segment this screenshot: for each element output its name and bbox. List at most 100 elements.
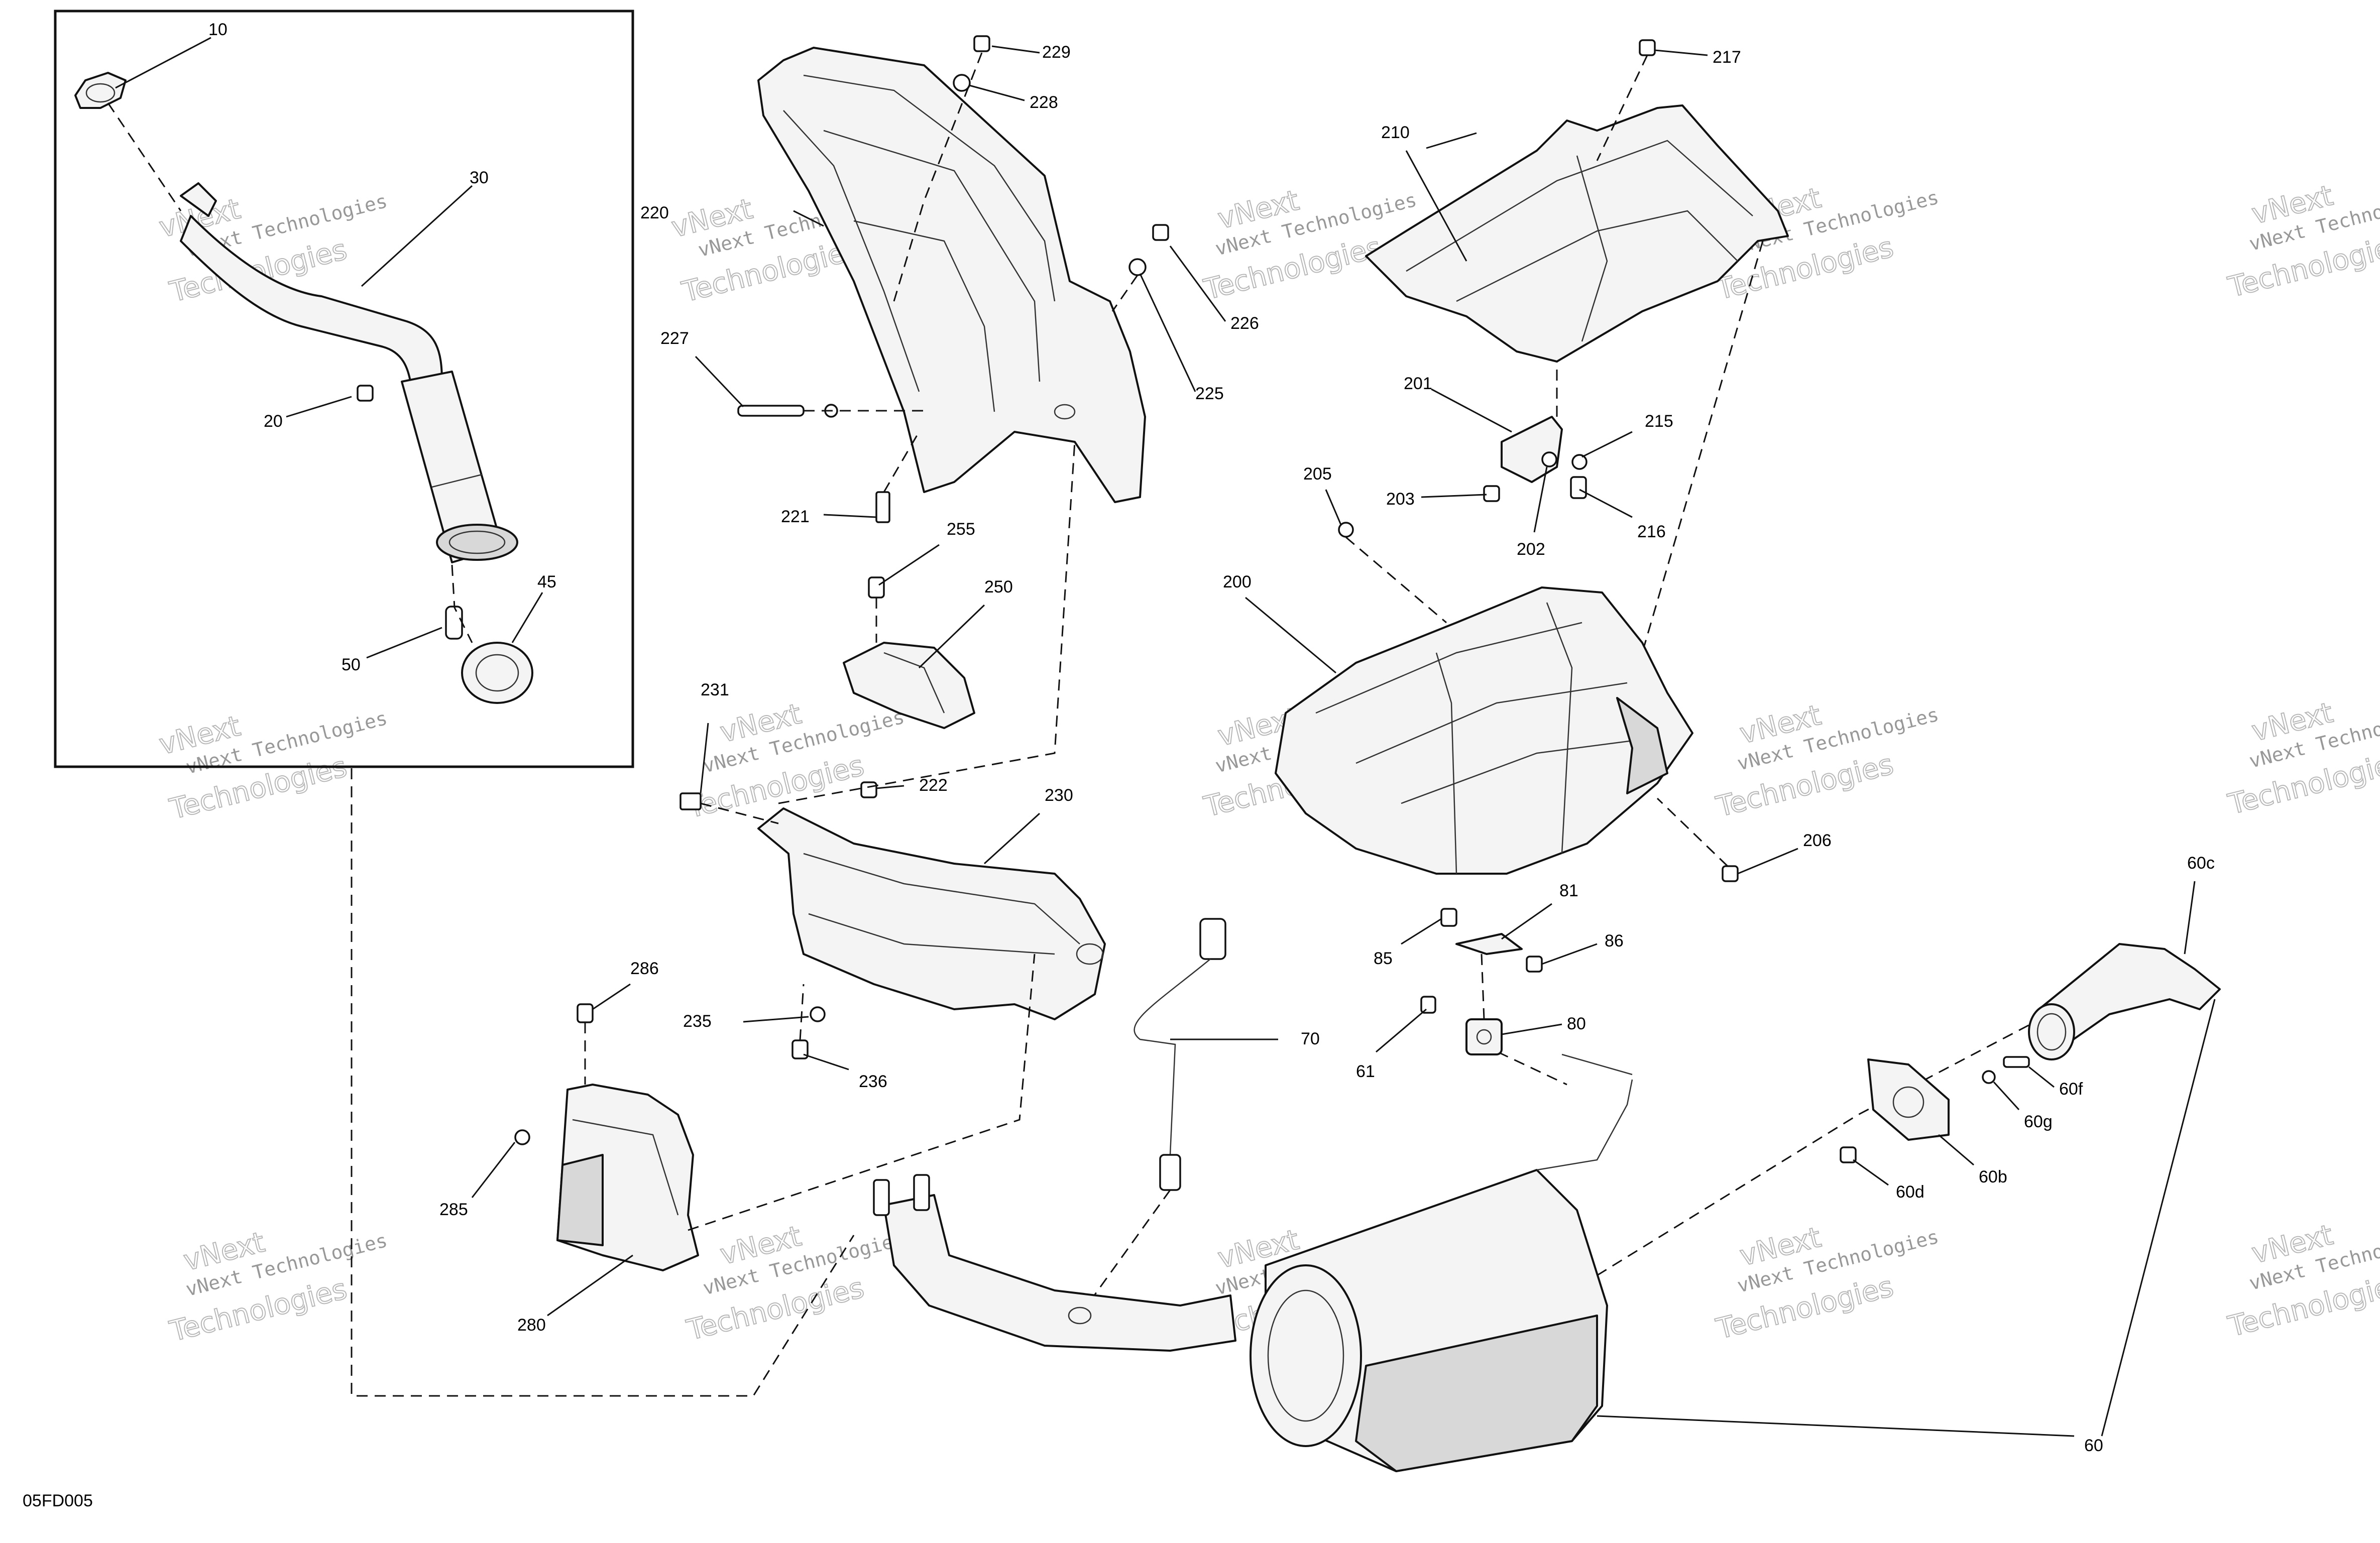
dash-inset-2 — [451, 564, 473, 643]
heat-shield-210 — [1365, 104, 1789, 363]
dash-81 — [1481, 954, 1485, 1020]
tailpipe-60c — [2028, 943, 2221, 1060]
bolt-216 — [1570, 476, 1587, 499]
callout-215: 215 — [1645, 412, 1673, 431]
callout-228: 228 — [1030, 93, 1058, 112]
washer-215 — [1571, 454, 1588, 470]
dash-217 — [1596, 55, 1648, 161]
callout-80: 80 — [1567, 1014, 1586, 1033]
dash-60-60b — [1597, 1008, 2060, 1276]
front-pipe-30 — [180, 182, 518, 563]
nut-217 — [1639, 39, 1656, 56]
leader-lines — [471, 45, 2216, 1437]
exhaust-pipe — [873, 1174, 1236, 1352]
callout-217: 217 — [1713, 48, 1741, 67]
callout-227: 227 — [660, 329, 689, 348]
heat-shield-220 — [757, 47, 1146, 503]
nut-206 — [1722, 865, 1739, 882]
callout-60d: 60d — [1896, 1182, 1924, 1202]
bolt-60f — [2003, 1056, 2030, 1068]
callout-60c: 60c — [2187, 854, 2215, 873]
nut-222 — [860, 781, 877, 798]
leader-45 — [511, 592, 543, 643]
callout-255: 255 — [947, 520, 975, 539]
washer-225 — [1128, 258, 1147, 276]
nut-229 — [973, 35, 990, 52]
nut-203 — [1483, 485, 1500, 502]
callout-labels: 10 30 20 45 50 229 228 220 226 225 227 2… — [208, 20, 2215, 1455]
callout-210: 210 — [1381, 123, 1410, 142]
watermarks: vNext vNext Technologies Technologies vN… — [156, 179, 2380, 1349]
flange-60b — [1867, 1058, 1950, 1141]
callout-85: 85 — [1374, 949, 1393, 968]
callout-226: 226 — [1230, 314, 1259, 333]
seal-45 — [461, 642, 533, 704]
washer-60g — [1982, 1070, 1996, 1084]
nut-86 — [1526, 956, 1543, 973]
watermark-bottom-right: vNext vNext Technologies Technologies — [1713, 1221, 1941, 1346]
callout-216: 216 — [1637, 522, 1666, 541]
nut-20 — [357, 385, 374, 402]
dash-280 — [688, 954, 1036, 1231]
washer-228 — [953, 74, 971, 92]
callout-236: 236 — [859, 1072, 887, 1091]
heat-shield-250 — [843, 642, 975, 729]
callout-30: 30 — [470, 168, 489, 187]
callout-229: 229 — [1042, 43, 1071, 62]
callout-225: 225 — [1195, 384, 1224, 403]
callout-280: 280 — [517, 1316, 546, 1335]
callout-60b: 60b — [1979, 1167, 2007, 1186]
oxygen-sensor-70 — [1134, 918, 1226, 1191]
gasket-10 — [74, 72, 127, 109]
callout-221: 221 — [781, 507, 810, 526]
clip-231 — [679, 792, 702, 810]
nut-60d — [1840, 1146, 1857, 1163]
inset-frame — [54, 10, 634, 768]
leader-30 — [361, 185, 473, 287]
watermark-mid-left: vNext vNext Technologies Technologies — [156, 707, 390, 826]
callout-230: 230 — [1045, 786, 1073, 805]
bolt-286 — [577, 1003, 594, 1023]
watermark-bottom-center: vNext vNext Technologies Technologies — [683, 1219, 906, 1347]
dash-205 — [1345, 536, 1447, 624]
muffler-60 — [1250, 1053, 1633, 1472]
callout-45: 45 — [537, 572, 556, 591]
bolt-61 — [1420, 996, 1436, 1014]
callout-86: 86 — [1605, 931, 1624, 951]
leader-20 — [286, 396, 352, 418]
dash-236 — [799, 984, 805, 1041]
dash-231 — [700, 802, 779, 824]
callout-250: 250 — [984, 577, 1013, 597]
callout-50: 50 — [342, 655, 361, 674]
callout-60g: 60g — [2024, 1112, 2053, 1131]
heat-shield-280 — [556, 1084, 699, 1271]
callout-285: 285 — [439, 1200, 468, 1219]
callout-231: 231 — [701, 680, 729, 699]
callout-201: 201 — [1404, 374, 1432, 393]
callout-61: 61 — [1356, 1062, 1375, 1081]
callout-60: 60 — [2084, 1436, 2103, 1455]
dash-inset-main — [351, 768, 855, 1397]
drawing-code: 05FD005 — [23, 1491, 93, 1510]
callout-205: 205 — [1303, 464, 1332, 484]
dash-206 — [1656, 797, 1729, 867]
dash-80 — [1481, 1043, 1567, 1086]
watermark-mid-right: vNext vNext Technologies Technologies — [1713, 698, 1941, 824]
callout-203: 203 — [1386, 490, 1415, 509]
bolt-85 — [1440, 908, 1457, 927]
dash-230-220 — [778, 441, 1076, 804]
clip-221 — [875, 491, 890, 523]
nut-226 — [1152, 224, 1169, 241]
watermark-bottom-left: vNext vNext Technologies Technologies — [166, 1225, 389, 1349]
bolt-50 — [445, 606, 463, 640]
callout-20: 20 — [264, 412, 283, 431]
callout-222: 222 — [919, 776, 948, 795]
bracket-81 — [1455, 933, 1523, 955]
washer-285 — [514, 1129, 530, 1145]
callout-202: 202 — [1517, 540, 1545, 559]
washer-205 — [1338, 522, 1354, 538]
muffler-cover-200 — [1275, 586, 1693, 875]
isolator-80 — [1465, 1018, 1503, 1055]
callout-206: 206 — [1803, 831, 1832, 850]
